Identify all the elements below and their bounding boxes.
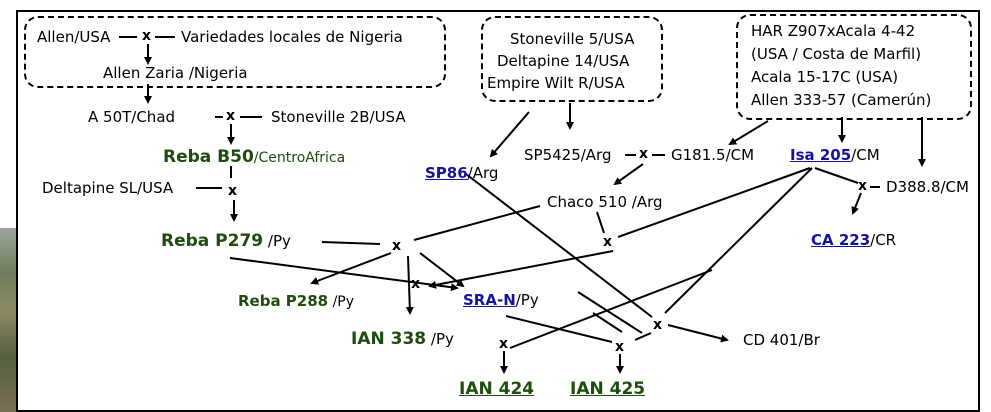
ian338-origin: /Py (426, 330, 454, 348)
cd401-label: CD 401/Br (743, 331, 820, 349)
a50t-chad-label: A 50T/Chad (88, 108, 176, 126)
cross-marker: x (499, 336, 509, 352)
g1815-label: G181.5/CM (671, 146, 755, 164)
ca223-node[interactable]: CA 223/CR (811, 231, 896, 249)
nigeria-local-varieties-label: Variedades locales de Nigeria (181, 28, 403, 46)
sra-n-node[interactable]: SRA-N/Py (463, 291, 539, 309)
usa-parents-box (481, 16, 663, 102)
allen-zaria-label: Allen Zaria /Nigeria (103, 64, 248, 82)
har-z907-label: HAR Z907xAcala 4-42 (751, 22, 916, 40)
allen-usa-label: Allen/USA (37, 28, 111, 46)
cross-marker: x (228, 183, 238, 199)
africa-parents-box (736, 14, 972, 120)
reba-p288-node: Reba P288 /Py (238, 292, 354, 311)
sp5425-label: SP5425/Arg (524, 146, 612, 164)
reba-b50-name: Reba B50 (163, 147, 254, 167)
reba-p279-origin: /Py (263, 232, 291, 250)
ca223-origin: /CR (870, 231, 897, 249)
cross-marker: x (142, 28, 152, 44)
cross-marker: x (603, 234, 613, 250)
cross-marker: x (615, 339, 625, 355)
cross-marker: x (392, 238, 402, 254)
sra-n-link[interactable]: SRA-N (463, 291, 516, 309)
acala-label: Acala 15-17C (USA) (751, 68, 899, 86)
sra-n-origin: /Py (515, 291, 539, 309)
reba-p288-name: Reba P288 (238, 292, 329, 310)
allen-333-label: Allen 333-57 (Camerún) (751, 91, 932, 109)
sp86-origin: /Arg (467, 164, 499, 182)
stoneville5-label: Stoneville 5/USA (510, 30, 635, 48)
isa205-origin: /CM (851, 146, 880, 164)
ian424-link[interactable]: IAN 424 (459, 379, 535, 399)
sp86-link[interactable]: SP86 (425, 164, 468, 182)
ian338-node: IAN 338 /Py (351, 330, 454, 348)
reba-p279-node: Reba P279 /Py (161, 232, 291, 250)
isa205-link[interactable]: Isa 205 (790, 146, 852, 164)
ian425-link[interactable]: IAN 425 (570, 379, 646, 399)
reba-p288-origin: /Py (328, 294, 355, 310)
stoneville2b-label: Stoneville 2B/USA (271, 108, 406, 126)
cross-marker: x (411, 276, 421, 292)
reba-b50-origin: /CentroAfrica (253, 150, 346, 166)
cross-marker: x (653, 317, 663, 333)
isa205-node[interactable]: Isa 205/CM (790, 146, 880, 164)
cross-marker: x (858, 178, 868, 194)
cross-marker: x (639, 146, 649, 162)
sp86-node[interactable]: SP86/Arg (425, 164, 498, 182)
deltapine-sl-label: Deltapine SL/USA (42, 179, 174, 197)
usa-costa-marfil-label: (USA / Costa de Marfil) (751, 45, 922, 63)
background-photo-strip (0, 228, 17, 412)
ian338-name: IAN 338 (351, 329, 427, 349)
reba-b50-node: Reba B50/CentroAfrica (163, 148, 345, 167)
cross-marker: x (226, 108, 236, 124)
reba-p279-name: Reba P279 (161, 231, 264, 251)
chaco510-label: Chaco 510 /Arg (547, 193, 663, 211)
d3888-label: D388.8/CM (886, 178, 969, 196)
empire-wilt-label: Empire Wilt R/USA (487, 74, 625, 92)
ca223-link[interactable]: CA 223 (811, 231, 871, 249)
nigeria-parents-box (24, 16, 446, 88)
deltapine14-label: Deltapine 14/USA (497, 52, 630, 70)
